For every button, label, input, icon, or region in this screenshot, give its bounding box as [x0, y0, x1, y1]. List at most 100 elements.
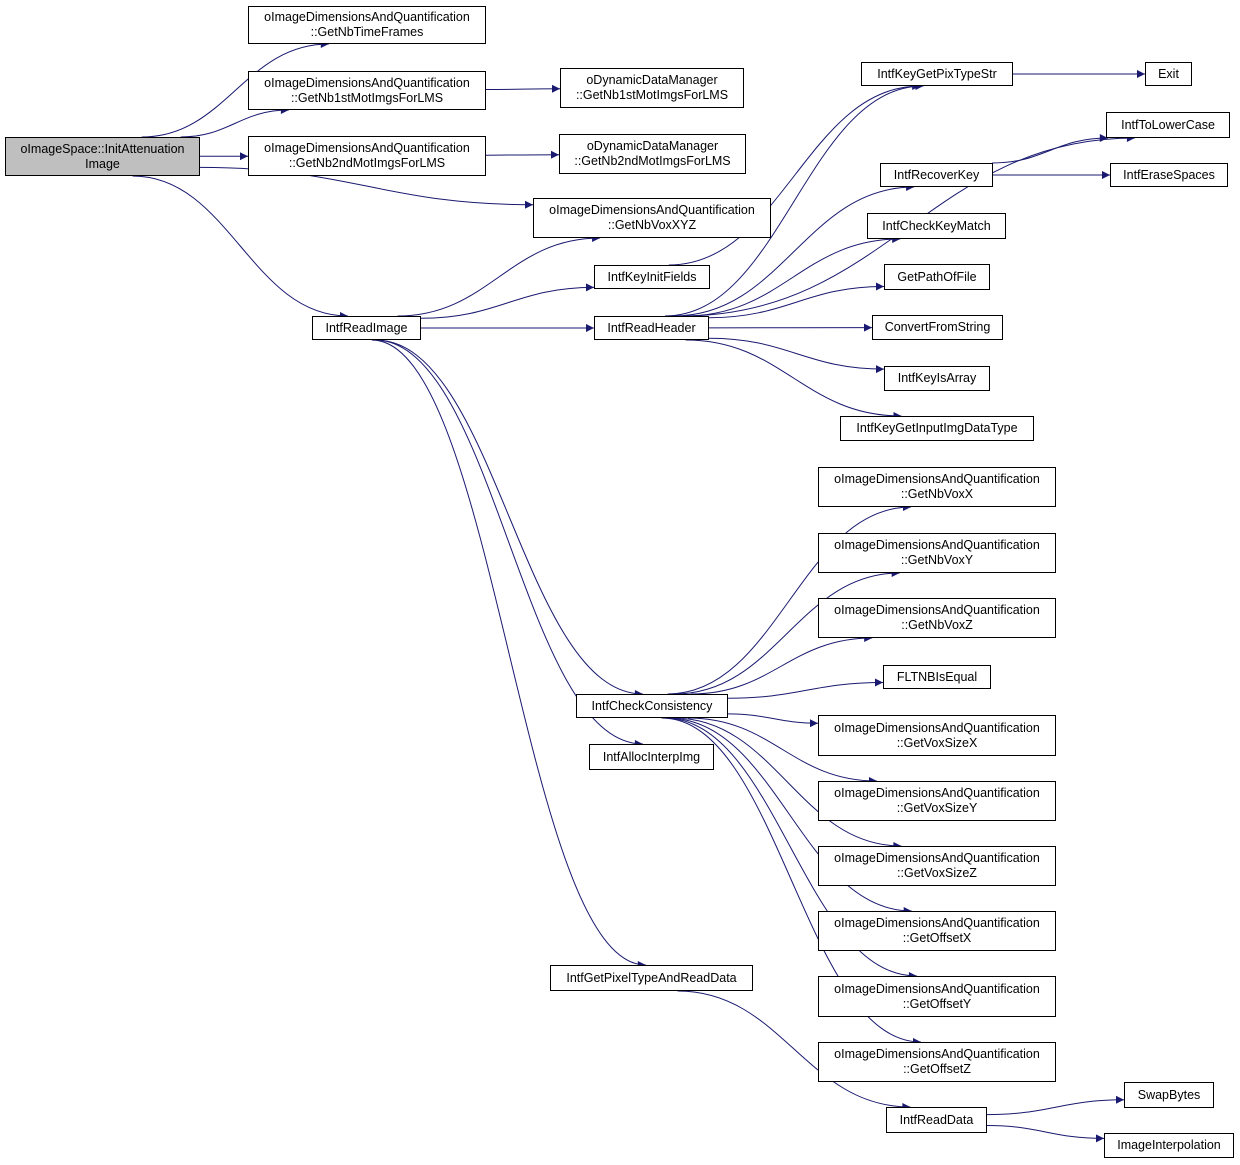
- node-label-line-2: ::GetNb1stMotImgsForLMS: [575, 88, 729, 102]
- node-label: IntfCheckConsistency: [591, 698, 713, 713]
- node-label: IntfRecoverKey: [893, 167, 980, 182]
- node-label-line-1: oImageDimensionsAndQuantification: [549, 203, 755, 217]
- node-label: FLTNBIsEqual: [896, 669, 978, 684]
- node-getnbvoxx[interactable]: oImageDimensionsAndQuantification ::GetN…: [818, 467, 1056, 507]
- node-label-line-2: ::GetNb1stMotImgsForLMS: [290, 90, 444, 105]
- node-getpathoffile[interactable]: GetPathOfFile: [884, 264, 990, 290]
- edge-intfkeyinitfields-to-intfkeygetpixtypestr: [668, 82, 921, 266]
- edge-intfcheckconsistency-to-fltnbisequal: [727, 678, 884, 699]
- node-label-line-1: oImageDimensionsAndQuantification: [264, 75, 470, 90]
- node-label: IntfCheckKeyMatch: [882, 218, 991, 233]
- edge-intfreadheader-to-intfkeygetinputimgdatatype: [685, 339, 902, 420]
- node-intfkeyisarray[interactable]: IntfKeyIsArray: [884, 366, 990, 391]
- node-getnb2ndmotimgsforlms-imagedimensions[interactable]: oImageDimensionsAndQuantification ::GetN…: [248, 136, 486, 176]
- edge-intfgetpixeltypeandreaddata-to-intfreaddata: [677, 990, 911, 1111]
- node-getoffsety[interactable]: oImageDimensionsAndQuantification ::GetO…: [818, 976, 1056, 1017]
- node-convertfromstring[interactable]: ConvertFromString: [872, 315, 1003, 340]
- node-label-line-1: oImageDimensionsAndQuantification: [834, 786, 1040, 800]
- node-label-line-2: Image: [85, 156, 120, 171]
- edge-intfcheckconsistency-to-getoffsetz: [661, 717, 922, 1046]
- node-getnb1stmotimgsforlms-imagedimensions[interactable]: oImageDimensionsAndQuantification ::GetN…: [248, 71, 486, 110]
- node-label-line-1: oImageDimensionsAndQuantification: [834, 916, 1040, 930]
- node-swapbytes[interactable]: SwapBytes: [1124, 1082, 1214, 1108]
- node-intfreaddata[interactable]: IntfReadData: [886, 1107, 987, 1133]
- node-getoffsetx[interactable]: oImageDimensionsAndQuantification ::GetO…: [818, 911, 1056, 951]
- node-intfkeyinitfields[interactable]: IntfKeyInitFields: [594, 265, 710, 289]
- edge-root-to-intfreadimage: [132, 175, 349, 320]
- node-label: IntfKeyIsArray: [897, 371, 977, 385]
- node-label: IntfKeyGetInputImgDataType: [856, 421, 1018, 435]
- node-intfkeygetinputimgdatatype[interactable]: IntfKeyGetInputImgDataType: [840, 416, 1034, 441]
- node-label: ImageInterpolation: [1117, 1138, 1221, 1152]
- node-label-line-2: ::GetNbVoxY: [900, 553, 974, 567]
- node-label-line-2: ::GetNbVoxXYZ: [607, 218, 697, 232]
- node-label: GetPathOfFile: [897, 269, 977, 284]
- node-label: ConvertFromString: [884, 320, 991, 334]
- node-exit[interactable]: Exit: [1145, 62, 1192, 86]
- node-getvoxsizey[interactable]: oImageDimensionsAndQuantification ::GetV…: [818, 781, 1056, 821]
- node-intfrecoverkey[interactable]: IntfRecoverKey: [880, 163, 993, 187]
- node-getoffsetz[interactable]: oImageDimensionsAndQuantification ::GetO…: [818, 1042, 1056, 1082]
- node-label-line-2: ::GetNb2ndMotImgsForLMS: [574, 154, 731, 168]
- node-getnbvoxxyz[interactable]: oImageDimensionsAndQuantification ::GetN…: [533, 198, 771, 238]
- node-intfkeygetpixtypestr[interactable]: IntfKeyGetPixTypeStr: [861, 62, 1013, 86]
- node-intfreadheader[interactable]: IntfReadHeader: [594, 316, 709, 340]
- node-label-line-1: oImageSpace::InitAttenuation: [20, 141, 185, 156]
- node-label-line-1: oImageDimensionsAndQuantification: [264, 10, 470, 24]
- node-getnb1stmotimgsforlms-dynamicdatamanager[interactable]: oDynamicDataManager ::GetNb1stMotImgsFor…: [560, 68, 744, 108]
- node-intfgetpixeltypeandreaddata[interactable]: IntfGetPixelTypeAndReadData: [550, 965, 753, 991]
- node-label-line-2: ::GetNbVoxX: [900, 487, 974, 501]
- node-getvoxsizex[interactable]: oImageDimensionsAndQuantification ::GetV…: [818, 715, 1056, 756]
- node-label: IntfAllocInterpImg: [602, 749, 701, 764]
- node-intfcheckkeymatch[interactable]: IntfCheckKeyMatch: [867, 213, 1006, 239]
- node-label-line-2: ::GetNbTimeFrames: [310, 25, 424, 39]
- node-fltnbisequal[interactable]: FLTNBIsEqual: [883, 665, 991, 689]
- node-intfallocinterpimg[interactable]: IntfAllocInterpImg: [589, 744, 714, 770]
- edge-intfcheckconsistency-to-getnbvoxz: [690, 634, 873, 695]
- node-label: IntfReadImage: [325, 320, 408, 335]
- node-label-line-2: ::GetNb2ndMotImgsForLMS: [288, 156, 446, 170]
- node-label-line-1: oImageDimensionsAndQuantification: [834, 720, 1040, 735]
- edge-intfreadimage-to-intfgetpixeltypeandreaddata: [371, 339, 646, 969]
- node-label-line-2: ::GetVoxSizeX: [896, 735, 978, 750]
- edge-intfreaddata-to-imageinterpolation: [986, 1125, 1105, 1143]
- edge-intfcheckconsistency-to-getnbvoxx: [667, 503, 912, 695]
- node-label-line-2: ::GetVoxSizeZ: [897, 866, 977, 880]
- node-label-line-2: ::GetOffsetX: [902, 931, 972, 945]
- node-getnbtimeframes[interactable]: oImageDimensionsAndQuantification ::GetN…: [248, 6, 486, 44]
- edge-intfcheckconsistency-to-getvoxsizez: [673, 717, 902, 850]
- node-label: IntfEraseSpaces: [1123, 167, 1215, 182]
- edge-intfreadheader-to-intfkeyisarray: [708, 337, 885, 374]
- node-getnbvoxy[interactable]: oImageDimensionsAndQuantification ::GetN…: [818, 533, 1056, 573]
- node-label-line-1: oDynamicDataManager: [586, 139, 719, 153]
- node-oimagespace-initattenuationimage[interactable]: oImageSpace::InitAttenuation Image: [5, 137, 200, 176]
- node-intftolowercase[interactable]: IntfToLowerCase: [1106, 112, 1230, 138]
- node-label: IntfKeyGetPixTypeStr: [877, 66, 997, 81]
- node-label-line-2: ::GetOffsetZ: [903, 1062, 971, 1076]
- edge-intfreadimage-to-intfallocinterpimg: [374, 339, 643, 748]
- edge-intfcheckconsistency-to-getoffsetx: [667, 717, 912, 915]
- edge-getnb1stmot_idq-to-getnb1stmot_ddm: [485, 84, 561, 93]
- edge-intfreaddata-to-swapbytes: [986, 1095, 1125, 1116]
- edge-root-to-getnb1stmot_idq: [180, 106, 289, 138]
- node-label: IntfReadHeader: [607, 320, 696, 335]
- node-label: SwapBytes: [1137, 1087, 1201, 1102]
- node-label-line-2: ::GetNbVoxZ: [901, 618, 973, 632]
- edge-getnb2ndmot_idq-to-getnb2ndmot_ddm: [485, 150, 560, 159]
- node-label-line-1: oImageDimensionsAndQuantification: [264, 141, 470, 155]
- edge-intfreadimage-to-getnbvoxxyz: [397, 234, 601, 317]
- edge-intfreadimage-to-intfcheckconsistency: [375, 339, 643, 698]
- node-getvoxsizez[interactable]: oImageDimensionsAndQuantification ::GetV…: [818, 846, 1056, 886]
- node-imageinterpolation[interactable]: ImageInterpolation: [1104, 1133, 1234, 1158]
- node-getnbvoxz[interactable]: oImageDimensionsAndQuantification ::GetN…: [818, 598, 1056, 638]
- node-intfreadimage[interactable]: IntfReadImage: [312, 316, 421, 340]
- node-getnb2ndmotimgsforlms-dynamicdatamanager[interactable]: oDynamicDataManager ::GetNb2ndMotImgsFor…: [559, 134, 746, 174]
- node-intferasespaces[interactable]: IntfEraseSpaces: [1110, 163, 1228, 187]
- node-label-line-1: oImageDimensionsAndQuantification: [834, 851, 1040, 865]
- node-intfcheckconsistency[interactable]: IntfCheckConsistency: [576, 694, 728, 718]
- node-label-line-1: oDynamicDataManager: [586, 73, 718, 87]
- edge-intfcheckconsistency-to-getvoxsizey: [687, 717, 878, 785]
- edge-intfcheckconsistency-to-getvoxsizex: [727, 713, 819, 728]
